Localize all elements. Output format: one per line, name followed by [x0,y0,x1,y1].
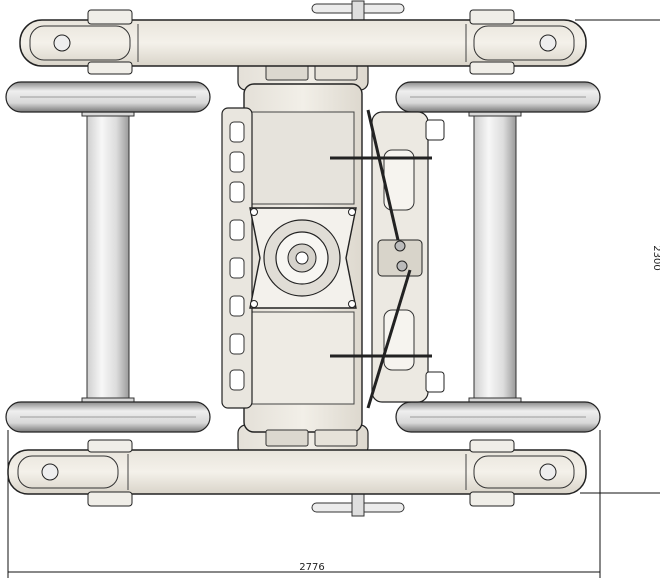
axle-left [81,107,135,407]
center-plate [249,207,357,309]
frame-side-left [221,107,253,409]
wheel-bottom-right [395,401,601,433]
handwheel-bottom [311,489,405,517]
side-frame-bottom [7,439,587,507]
wheel-top-left [5,81,211,113]
side-frame-top [19,9,587,75]
dimension-lines [7,19,660,578]
brake-rigging-right [366,109,445,409]
brake-beams [330,156,432,358]
dimension-height-label: 2300 [651,245,660,270]
axle-right [468,107,522,407]
wheel-top-right [395,81,601,113]
wheel-bottom-left [5,401,211,433]
dimension-length-label: 2776 [299,562,324,573]
